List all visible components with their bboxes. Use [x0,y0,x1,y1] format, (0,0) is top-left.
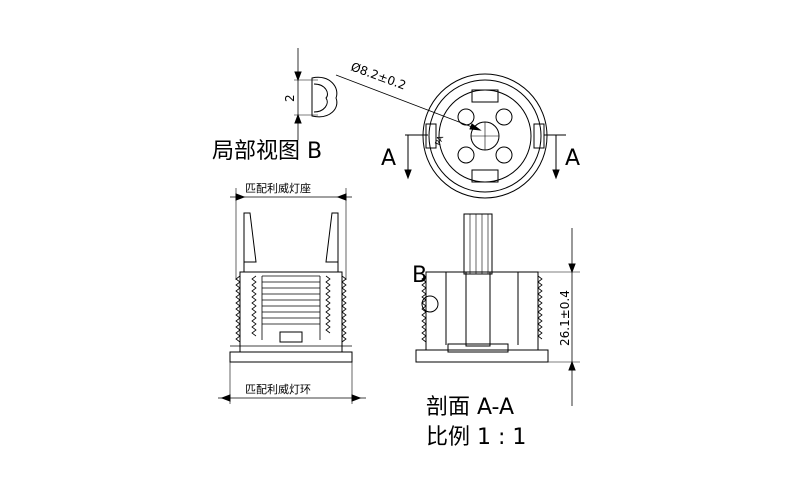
section-post-stripes [469,214,489,274]
top-view-hole-br [495,146,513,164]
front-latch-left [243,212,257,263]
section-mark-left: A [381,146,396,171]
top-view-hole-tr [495,108,513,126]
section-base-inner [447,343,509,353]
section-view: B 26.1±0.4 剖面 A-A 比例 1 : 1 [412,213,580,450]
section-body-outer [425,271,539,351]
diameter-label: Ø8.2±0.2 [349,60,408,93]
section-height-arrow-top [568,263,576,274]
front-thread-right [325,275,347,343]
top-view-hole-bl [457,146,475,164]
section-thread-right [537,275,543,340]
front-top-arrow-right [336,193,347,201]
front-bottom-arrow-right [351,394,362,402]
detail-view-b: 2 局部视图 B [212,48,338,164]
top-view-tab-top [471,89,499,103]
section-arrow-left-head [404,169,412,180]
front-body-ribs [261,275,321,340]
detail-b-callout-mark: B [412,263,427,288]
section-top-post [463,213,493,275]
detail-b-callout-circle [421,295,439,313]
detail-b-dim-text: 2 [283,94,297,102]
detail-b-thread-profile [311,76,338,118]
detail-b-arrow-top [294,71,302,82]
section-arrow-right-head [552,169,560,180]
top-view-outer-ring [422,73,548,199]
front-top-label: 匹配利威灯座 [245,181,311,195]
front-bottom-arrow-left [220,394,231,402]
top-view-clip-right [533,123,545,149]
diameter-leader [335,74,481,131]
detail-b-thread-inner [313,83,328,113]
section-title: 剖面 A-A [426,395,514,420]
front-bottom-label: 匹配利威灯环 [245,383,311,396]
top-view-clip-left [425,123,437,149]
front-thread-left [235,275,257,343]
top-view-outer-ring-2 [428,79,542,193]
section-height-arrow-bottom [568,360,576,371]
front-view: 匹配利威灯座 匹配利威灯环 [218,181,366,404]
front-latch-right [325,212,339,263]
section-height-dim: 26.1±0.4 [558,290,572,346]
front-body-window [279,331,303,343]
top-view: Ø8.2±0.2 PA A A [335,60,580,199]
front-top-arrow-left [235,193,246,201]
section-mark-right: A [565,146,580,171]
section-scale: 比例 1 : 1 [426,425,526,450]
section-inner-tube [465,271,491,347]
detail-b-arrow-bottom [294,113,302,124]
front-flange [229,351,353,363]
top-view-tab-bottom [471,169,499,183]
diameter-arrow [469,123,482,131]
detail-b-title: 局部视图 B [212,139,322,164]
section-thread-left [421,275,427,343]
top-view-inner-text: PA [433,134,445,147]
section-base [415,349,549,363]
